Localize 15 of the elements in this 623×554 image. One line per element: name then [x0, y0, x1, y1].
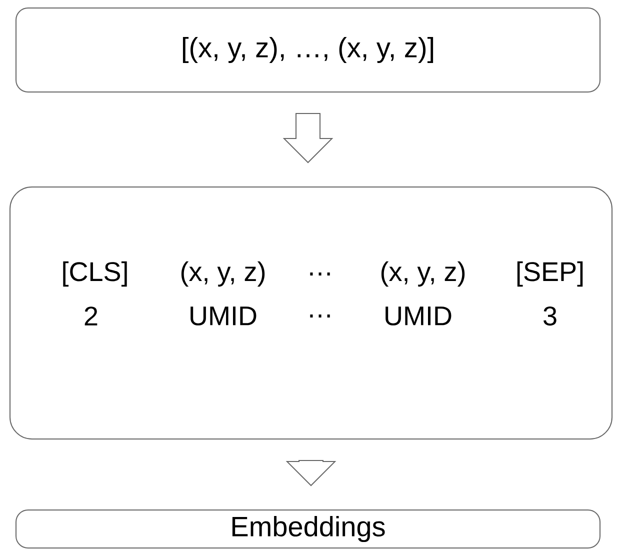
process-box: [(x, y, z), …, (x, y, z)] — [16, 8, 600, 92]
token-label: (x, y, z) — [381, 261, 465, 287]
token-label: UMID — [386, 306, 452, 326]
token-label: [CLS] — [63, 261, 127, 287]
process-box: Embeddings — [16, 510, 600, 548]
token-label: UMID — [190, 306, 256, 326]
token-label: [SEP] — [517, 261, 583, 287]
token-label: (x, y, z) — [181, 261, 265, 287]
block-arrow — [286, 460, 336, 486]
token-label: 3 — [544, 306, 556, 326]
token-label: … — [310, 272, 330, 276]
block-arrow — [282, 113, 334, 164]
token-label: … — [310, 314, 330, 318]
token-table-box — [10, 186, 612, 440]
token-label: 2 — [84, 306, 98, 326]
